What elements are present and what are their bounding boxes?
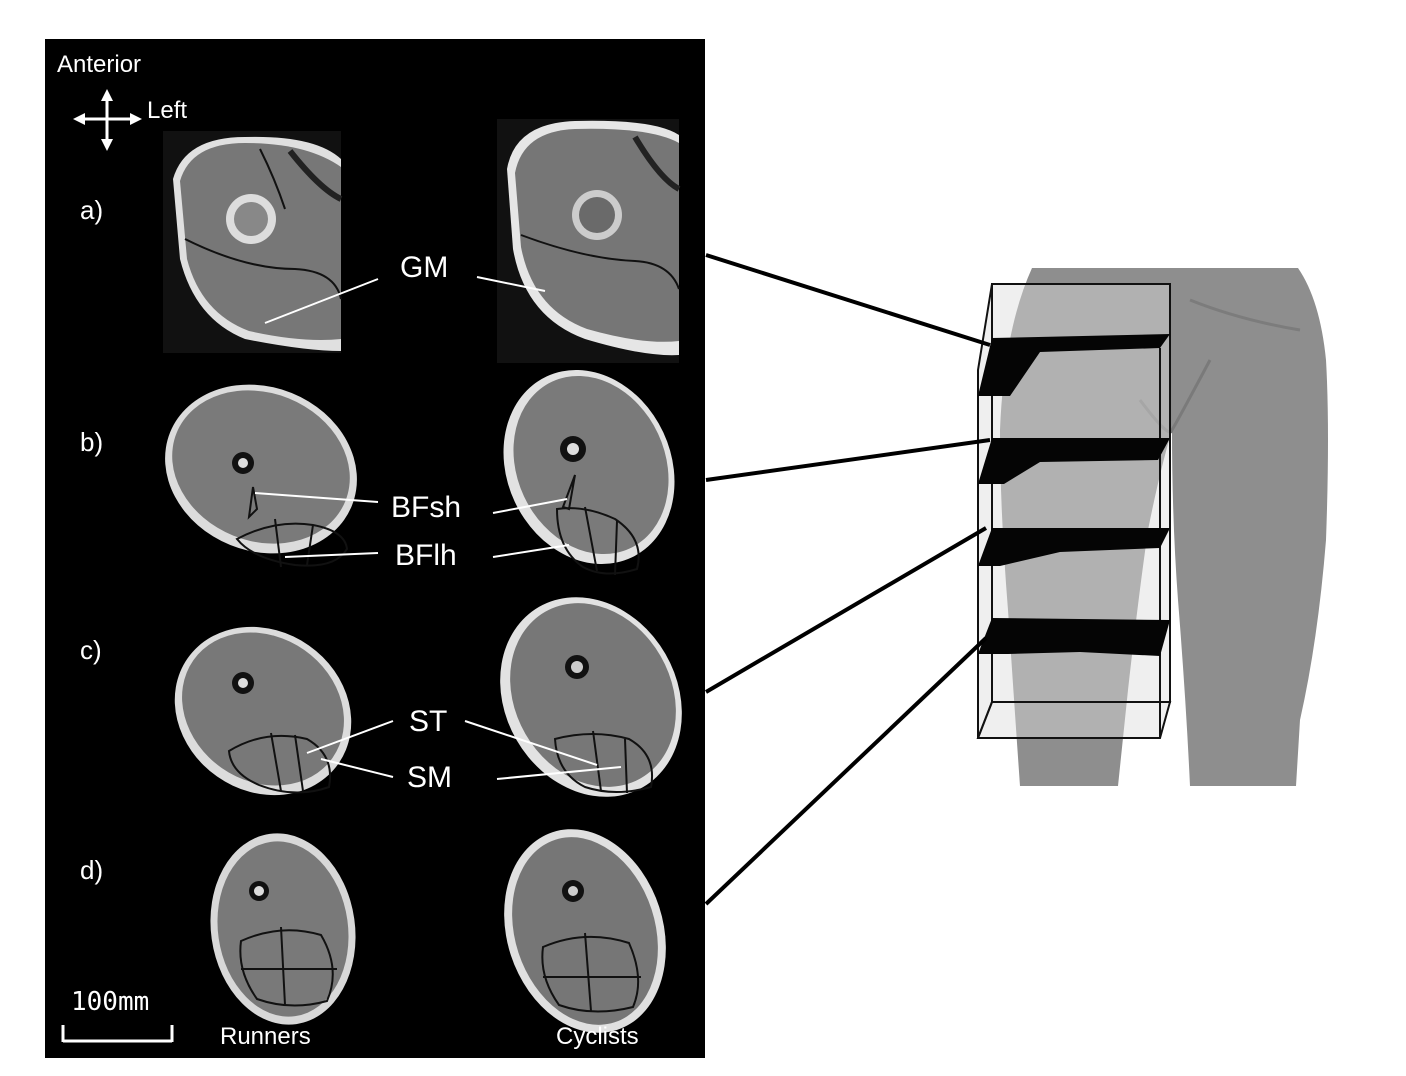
row-label-a: a) xyxy=(80,195,104,225)
muscle-label-st: ST xyxy=(409,705,448,738)
slice-a-cyclist xyxy=(497,119,681,363)
slice-d-runner xyxy=(210,833,356,1025)
body-model xyxy=(1000,268,1328,786)
mri-panel: Anterior Left a) b) c) d) GM BFsh BFlh S… xyxy=(45,39,705,1058)
orientation-cross-icon xyxy=(73,89,142,151)
group-label-cyclists: Cyclists xyxy=(556,1023,639,1050)
muscle-label-bfsh: BFsh xyxy=(391,491,462,524)
group-label-runners: Runners xyxy=(220,1023,311,1050)
row-label-d: d) xyxy=(80,855,104,885)
muscle-label-bflh: BFlh xyxy=(395,539,457,572)
slice-b-cyclist xyxy=(503,369,675,576)
scale-bar-label: 100mm xyxy=(71,987,150,1017)
left-label: Left xyxy=(147,97,188,124)
mri-slices xyxy=(61,89,682,1043)
slice-volume-box xyxy=(976,283,1172,739)
muscle-label-gm: GM xyxy=(400,251,449,284)
row-label-c: c) xyxy=(80,635,102,665)
muscle-label-sm: SM xyxy=(407,761,452,794)
scale-bar xyxy=(61,1025,174,1043)
slice-planes xyxy=(978,334,1170,656)
connector-lines xyxy=(704,253,991,906)
anterior-label: Anterior xyxy=(57,51,142,78)
row-label-b: b) xyxy=(80,427,104,457)
slice-b-runner xyxy=(165,384,357,568)
label-leader-lines xyxy=(254,276,622,780)
slice-d-cyclist xyxy=(504,829,666,1033)
slice-a-runner xyxy=(163,131,343,353)
